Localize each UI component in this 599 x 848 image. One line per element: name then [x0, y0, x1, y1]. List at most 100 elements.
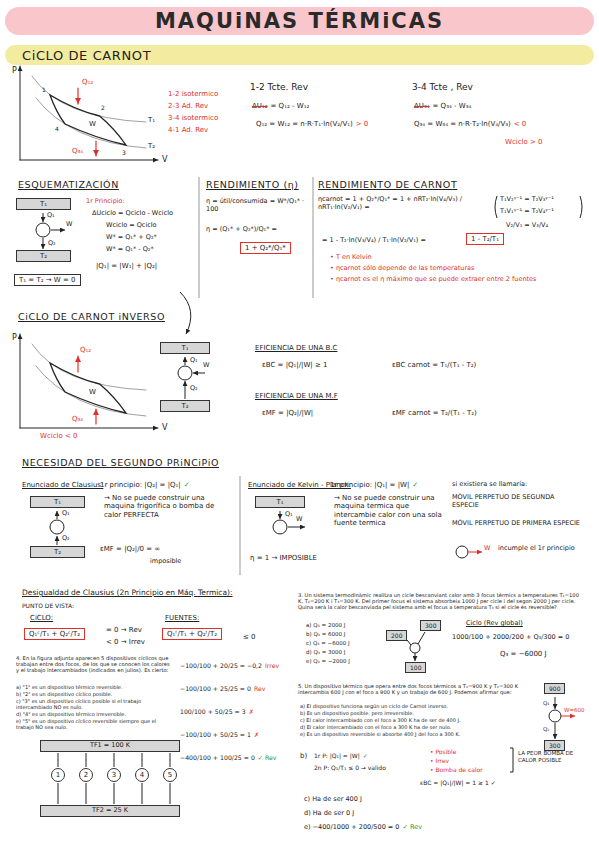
note-text: −400/100 + 100/25 = 0 — [180, 754, 255, 761]
cycle-path — [50, 363, 126, 413]
note-text: ηcarnot = 1 + Q₂*/Q₁* = 1 + nRT₂·ln(V₄/V… — [318, 196, 490, 212]
node-text: 2 — [84, 771, 88, 779]
note-text: ΔU₃₄ — [414, 102, 430, 110]
device-circle: 5 — [163, 768, 177, 782]
note-text: e) "5" es un dispositivo cíclico reversi… — [16, 718, 174, 730]
section-heading: Enunciado de Clausius: — [22, 481, 103, 489]
note-text: • Bomba de calor — [430, 766, 483, 773]
note-text: b) "2" es un dispositivo cíclico posible… — [16, 691, 174, 697]
note-text: 1r P: |Q₁| = |W| — [314, 752, 360, 759]
note-text: Q₂ — [190, 385, 198, 393]
note-text: c) Ha de ser 400 J — [304, 796, 362, 804]
note-text: εBC = |Q₁|/|W| ≥ 1 — [262, 361, 327, 369]
boxed-formula: Q₁ᶜ/T₁ + Q₂ᶜ/T₂ — [24, 628, 85, 640]
note-text: • Irrev — [430, 757, 449, 764]
note-text: 1-2 isotermico — [168, 90, 218, 98]
note-text: → No se puede construir una maquina term… — [334, 494, 444, 528]
note-text: T₁V₂ᵞ⁻¹ = T₂V₃ᵞ⁻¹ — [500, 196, 554, 204]
note-text: η = útil/consumida = W*/Q₁* · 100 — [206, 198, 306, 214]
node-text: T₂ — [40, 252, 47, 260]
note-text: W — [296, 516, 302, 524]
note-text: Rev — [254, 685, 266, 692]
heat-arrow — [280, 511, 281, 519]
note-text: V — [162, 423, 167, 433]
axis — [20, 428, 158, 429]
work-arrow — [193, 373, 205, 374]
section-heading: RENDIMIENTO DE CARNOT — [318, 179, 457, 190]
node-text: 3 — [112, 771, 116, 779]
note-text: 5. Un dispositivo térmico que opera entr… — [298, 683, 536, 695]
note-text: = Q₁₂ - W₁₂ — [271, 102, 310, 110]
note-text: = Q₃₄ - W₃₄ — [433, 102, 472, 110]
axis — [20, 160, 158, 161]
note-text: ≤ 0 — [243, 633, 256, 641]
note-text: incumple el 1r principio — [498, 545, 578, 553]
note-text: Wciclo < 0 — [40, 432, 78, 440]
page-title: MAQUiNAS TÉRMiCAS — [0, 7, 599, 35]
note-text: c) El calor intercambiado con el foco a … — [300, 717, 538, 723]
note-text: 1r Principio: — [86, 198, 125, 206]
section-heading: FUENTES: — [165, 614, 199, 622]
note-text: = 1 - T₂·ln(V₃/V₄) / T₁·ln(V₂/V₁) = — [322, 237, 426, 245]
note-text: 3-4 Tcte , Rev — [412, 82, 473, 93]
work-arrow — [51, 230, 65, 231]
reservoir-box: T₂ — [160, 400, 210, 412]
note-text: PUNTO DE VISTA: — [22, 602, 74, 609]
note-text: P — [12, 333, 17, 343]
note-text: −100/100 + 20/25 = −0,2 — [180, 662, 262, 669]
node-text: T₂ — [54, 548, 61, 556]
divider — [199, 177, 200, 298]
work-arrow — [561, 716, 575, 717]
heat-arrow — [77, 88, 78, 104]
node-text: T₁ — [276, 498, 283, 506]
pv-diagram — [20, 334, 158, 428]
divider — [313, 177, 314, 298]
reservoir-box: T₂ — [16, 250, 71, 262]
node-text: T₁ = T₂ → W = 0 — [19, 276, 76, 284]
note-text: W* = Q₁* + Q₂* — [106, 234, 157, 242]
note-text: T₁ — [148, 116, 155, 124]
heat-arrow — [43, 238, 44, 249]
bracket — [495, 196, 497, 218]
link-arrow — [180, 292, 191, 334]
heat-arrow — [185, 381, 186, 399]
note-text: W — [484, 545, 490, 553]
section-heading: CiCLO DE CARNOT — [22, 48, 151, 64]
node-text: 1 - T₂/T₁ — [471, 235, 499, 243]
note-text: a) El dispositivo funciona según un cicl… — [300, 703, 538, 709]
note-text: Q₂ — [48, 240, 56, 248]
reservoir-box: TF2 = 25 K — [40, 805, 180, 817]
note-text: • Posible — [430, 748, 456, 755]
note-text: ✓ — [184, 481, 190, 489]
note-text: ✗ — [249, 708, 254, 715]
engine-circle — [273, 520, 287, 534]
note-text: 1000/100 + 2000/200 + Q₃/300 = 0 — [452, 634, 569, 642]
note-text: imposible — [150, 558, 181, 566]
note-text: MÓVIL PERPETUO DE PRIMERA ESPECIE — [452, 520, 582, 528]
note-text: T₂ — [148, 142, 155, 150]
note-text: −100/100 + 25/25 = 0 — [180, 685, 251, 692]
work-arrow — [288, 527, 305, 528]
note-text: 1 — [42, 86, 46, 93]
note-text: ✓ — [363, 752, 368, 759]
boxed-formula: 1 + Q₂*/Q₁* — [240, 242, 291, 254]
note-text: ✓ Rev — [258, 754, 277, 761]
note-text: d) El calor intercambiado con el foco a … — [300, 724, 538, 730]
section-heading: CiCLO: — [30, 614, 53, 622]
note-text: c) Q₃ = −6000 J — [306, 640, 350, 647]
bracket — [510, 748, 513, 772]
reservoir-box: 300 — [544, 740, 565, 751]
node-text: TF1 = 100 K — [90, 741, 130, 749]
bracket — [580, 196, 582, 218]
heat-arrow — [57, 536, 58, 545]
boxed-formula: Q₁ᶠ/T₁ + Q₂ᶠ/T₂ — [162, 628, 222, 640]
heat-arrow — [95, 141, 96, 156]
reservoir-box: T₁ — [160, 342, 210, 354]
note-text: Q₁ — [62, 510, 70, 518]
isotherm — [32, 344, 146, 390]
note-text: T₁V₁ᵞ⁻¹ = T₂V₄ᵞ⁻¹ — [500, 208, 554, 216]
note-text: Q₃₄ = W₃₄ = n·R·T₂·ln(V₄/V₃) — [414, 120, 511, 128]
section-heading: Desigualdad de Clausius (2n Principio en… — [22, 588, 233, 597]
axis — [20, 334, 21, 428]
node-text: Q₁ᶜ/T₁ + Q₂ᶜ/T₂ — [29, 630, 80, 638]
